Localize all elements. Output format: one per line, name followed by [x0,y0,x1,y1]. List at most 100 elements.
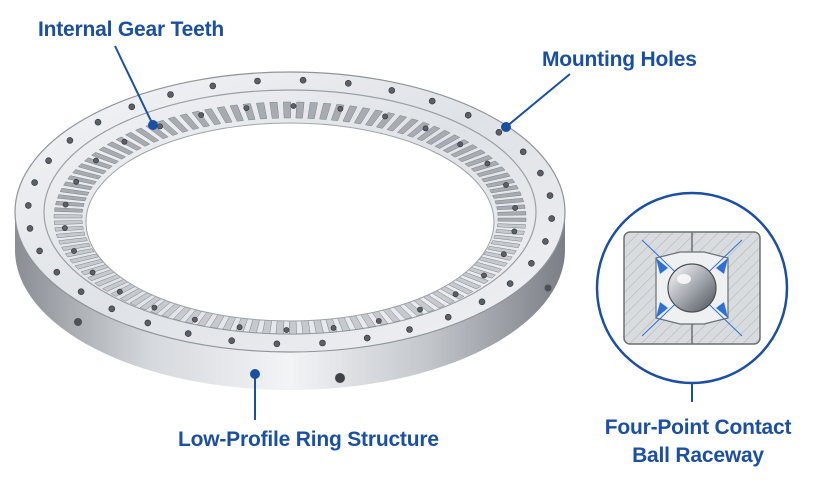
gear-tooth [58,237,88,245]
gear-tooth [55,200,85,207]
mounting-hole [45,157,52,164]
gear-tooth [493,234,523,242]
gear-tooth [55,231,86,239]
gear-tooth [191,110,211,128]
label-contact-line1: Four-Point Contact [604,416,792,439]
mounting-hole [481,272,487,279]
gear-tooth [485,178,516,188]
gear-tooth [476,166,506,177]
side-hole [335,373,345,383]
gear-tooth [497,211,527,216]
side-hole [74,318,82,326]
mounting-hole [66,137,74,144]
mounting-hole [283,327,290,333]
gear-tooth [106,141,134,155]
gear-tooth [425,130,451,145]
mounting-hole [128,103,136,111]
mounting-hole [452,291,459,298]
mounting-hole [144,319,152,327]
mounting-hole [542,238,549,245]
gear-tooth [416,125,441,142]
label-ring-structure: Low-Profile Ring Structure [178,428,439,451]
gear-tooth [57,194,87,202]
gear-tooth [497,217,527,222]
mounting-hole [53,268,61,276]
gear-tooth [203,108,222,126]
gear-tooth [490,240,521,249]
gear-tooth [483,251,513,261]
gear-tooth [72,169,102,180]
gear-tooth [470,160,500,172]
mounting-hole [406,326,413,333]
mounting-hole [417,306,423,313]
mounting-hole [157,123,163,130]
mounting-hole [363,334,371,342]
mounting-hole [71,248,77,254]
mounting-hole [89,269,96,276]
label-four-point-contact: Four-Point Contact Ball Raceway [598,414,798,470]
gear-tooth [61,242,91,251]
mounting-holes [24,76,556,348]
gear-tooth [256,102,268,120]
mounting-hole [428,97,436,105]
gear-tooth [496,223,526,229]
mounting-hole [546,192,554,199]
gear-tooth [495,229,525,236]
contact-point-icon [656,258,668,274]
gear-tooth [179,113,200,130]
mounting-hole [236,324,243,331]
gear-tooth [319,102,332,120]
mounting-hole [254,77,261,85]
label-internal-gear-teeth: Internal Gear Teeth [38,18,225,41]
mounting-hole [500,251,507,258]
gear-tooth [269,101,279,119]
gear-tooth [464,155,493,167]
gear-tooth [396,118,419,135]
gear-tooth [83,157,113,170]
mounting-hole [62,225,68,231]
mounting-hole [299,76,307,84]
gear-tooth [450,144,478,158]
gear-tooth [307,102,318,119]
gear-tooth [98,146,127,160]
gear-tooth [134,127,160,143]
gear-tooth [59,187,90,196]
gear-tooth [386,115,408,132]
gear-tooth [342,105,358,123]
mounting-hole [93,157,99,164]
gear-tooth [457,149,486,163]
leader-dot [501,122,511,132]
mounting-hole [209,82,217,90]
contact-point-icon [656,302,668,318]
gear-tooth [67,175,97,185]
leader-dot [250,369,260,379]
cross-section-inset [595,191,789,385]
mounting-hole [375,318,382,324]
gear-tooth [295,101,305,119]
mounting-hole [495,129,503,136]
mounting-hole [108,305,116,313]
gear-tooth [53,220,83,225]
mounting-hole [506,280,514,287]
gear-tooth [216,106,233,124]
mounting-hole [319,339,326,347]
mounting-hole [31,179,38,186]
mounting-hole [511,228,518,235]
gear-tooth [406,121,430,138]
mounting-hole [548,215,556,222]
label-contact-line2: Ball Raceway [632,444,764,467]
mounting-hole [484,160,491,167]
mounting-hole [337,105,344,112]
mounting-hole [344,80,352,87]
gear-tooth [283,101,291,119]
label-mounting-holes: Mounting Holes [542,48,697,71]
gear-tooth [124,132,151,147]
gear-tooth [481,172,511,183]
mounting-hole [77,288,85,296]
gear-tooth [496,204,526,210]
mounting-hole [151,304,158,311]
mounting-hole [94,118,102,126]
mounting-hole [36,247,43,255]
gear-tooth [353,107,371,125]
